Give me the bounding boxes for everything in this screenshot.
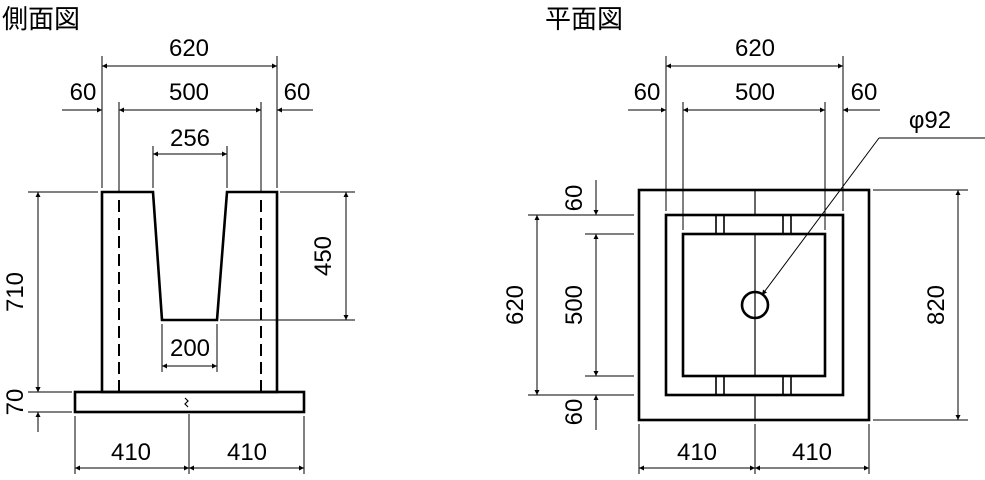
plan-view-title: 平面図 bbox=[545, 5, 623, 35]
plan-view: 平面図 bbox=[502, 5, 985, 474]
plan-dim-right-wall: 60 bbox=[851, 79, 878, 106]
side-view-title: 側面図 bbox=[2, 5, 80, 35]
side-dim-base-right: 410 bbox=[227, 439, 267, 466]
side-extension-lines bbox=[28, 56, 355, 474]
side-dim-total-width: 620 bbox=[169, 35, 209, 62]
plan-dim-left-wall: 60 bbox=[634, 79, 661, 106]
side-dim-slot-bottom: 200 bbox=[170, 335, 210, 362]
plan-dim-wall-bottom: 60 bbox=[561, 399, 588, 426]
side-dim-slot-top: 256 bbox=[170, 125, 210, 152]
plan-tabs bbox=[715, 214, 792, 396]
side-dim-body-height: 710 bbox=[2, 272, 29, 312]
plan-hole-leader bbox=[761, 137, 985, 296]
side-dim-right-wall: 60 bbox=[284, 79, 311, 106]
side-dim-left-wall: 60 bbox=[70, 79, 97, 106]
plan-dim-hole-diameter: φ92 bbox=[909, 107, 951, 134]
side-dim-base-left: 410 bbox=[111, 439, 151, 466]
side-base-joint-mark bbox=[184, 397, 189, 408]
plan-dim-outer-height: 620 bbox=[502, 285, 529, 325]
side-base-plate bbox=[73, 390, 306, 414]
side-dim-slot-depth: 450 bbox=[310, 236, 337, 276]
plan-dim-base-left: 410 bbox=[677, 439, 717, 466]
plan-outer-wall bbox=[664, 213, 845, 397]
plan-extension-lines bbox=[528, 56, 968, 474]
plan-dim-inner-height: 500 bbox=[561, 285, 588, 325]
plan-inner-opening bbox=[681, 232, 827, 378]
plan-dim-total-width: 620 bbox=[735, 35, 775, 62]
side-view: 側面図 bbox=[2, 5, 355, 474]
plan-dim-wall-top: 60 bbox=[561, 185, 588, 212]
plan-dim-base-depth: 820 bbox=[923, 285, 950, 325]
side-dim-base-height: 70 bbox=[2, 389, 29, 416]
plan-drain-hole bbox=[740, 290, 770, 320]
side-dimension-lines bbox=[35, 63, 349, 471]
plan-dim-base-right: 410 bbox=[792, 439, 832, 466]
plan-dimension-lines bbox=[534, 63, 961, 471]
side-dim-inner-width: 500 bbox=[169, 79, 209, 106]
plan-dim-inner-width: 500 bbox=[735, 79, 775, 106]
plan-base-plate bbox=[637, 188, 871, 422]
side-body-outline bbox=[100, 190, 279, 394]
